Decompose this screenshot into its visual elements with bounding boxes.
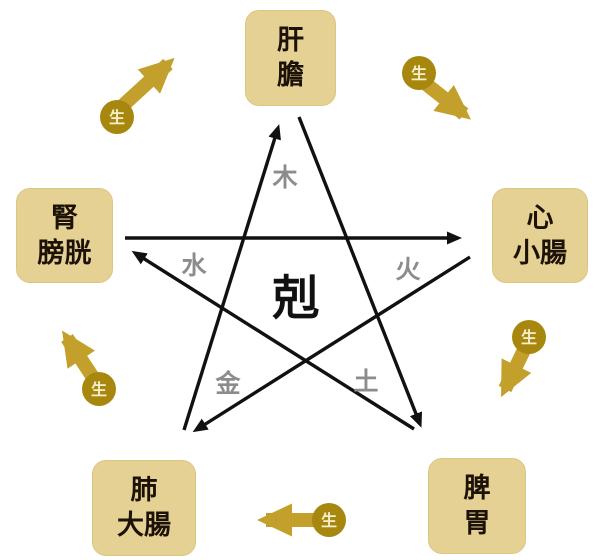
sheng-badge-right: 生	[512, 320, 546, 354]
organ-label: 心	[526, 202, 554, 233]
organ-label: 小腸	[513, 237, 567, 268]
sheng-badge-circle	[100, 100, 134, 134]
arrow-metal-overcomes-wood	[182, 124, 281, 431]
element-label-water: 水	[181, 252, 207, 280]
arrow-wood-overcomes-earth	[297, 116, 423, 428]
center-ke-label: 剋	[272, 271, 320, 325]
sheng-badge-label: 生	[411, 64, 427, 83]
organ-label: 胃	[463, 508, 491, 538]
sheng-badge-circle	[512, 320, 546, 354]
element-label-wood: 木	[272, 164, 298, 192]
organ-label: 膀胱	[37, 237, 92, 268]
organ-label: 膽	[277, 60, 304, 90]
arrow-fire-overcomes-metal	[192, 255, 471, 433]
sheng-badge-label: 生	[521, 328, 537, 347]
element-label-earth: 土	[353, 368, 379, 396]
organ-box-heart-small-intestine: 心 小腸	[492, 188, 588, 283]
sheng-badge-label: 生	[321, 511, 337, 530]
organ-label: 大腸	[117, 510, 171, 540]
organ-box-liver-gallbladder: 肝 膽	[245, 10, 336, 106]
organ-box-kidney-bladder: 腎 膀胱	[16, 188, 113, 283]
sheng-badge-label: 生	[109, 108, 125, 127]
organ-label: 腎	[51, 202, 78, 233]
sheng-badge-bottom: 生	[312, 503, 346, 537]
organ-box-spleen-stomach: 脾 胃	[428, 458, 526, 554]
element-label-fire: 火	[395, 256, 421, 284]
organ-label: 肝	[277, 25, 304, 55]
sheng-badge-circle	[312, 503, 346, 537]
arrow-water-generates-wood	[113, 57, 175, 116]
organ-box-lung-large-intestine: 肺 大腸	[92, 460, 196, 556]
sheng-badge-top-right: 生	[402, 56, 436, 90]
element-label-metal: 金	[215, 370, 241, 398]
arrow-earth-overcomes-water	[131, 250, 415, 431]
sheng-badge-top-left: 生	[100, 100, 134, 134]
sheng-badge-left: 生	[82, 372, 116, 406]
sheng-badge-label: 生	[91, 380, 107, 399]
organ-label: 脾	[463, 473, 491, 503]
sheng-badge-circle	[402, 56, 436, 90]
arrow-fire-generates-earth	[498, 342, 533, 398]
organ-label: 肺	[130, 475, 158, 505]
sheng-badge-circle	[82, 372, 116, 406]
